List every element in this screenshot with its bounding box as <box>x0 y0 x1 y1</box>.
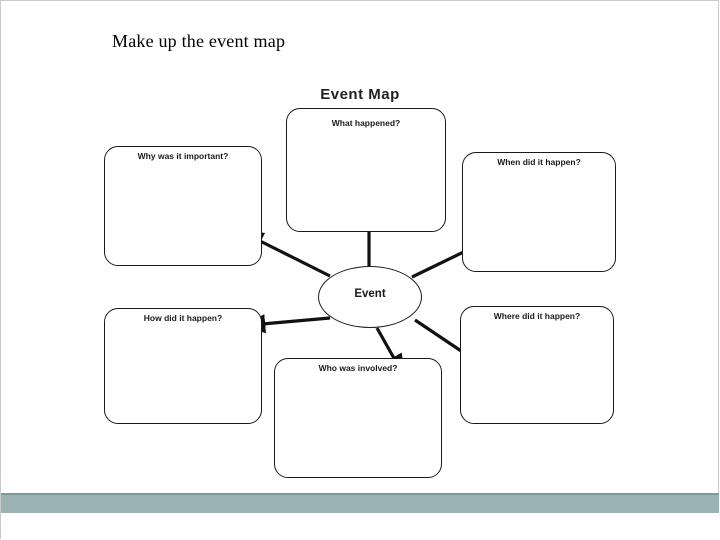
node-who-involved-label: Who was involved? <box>318 363 398 373</box>
center-node-label: Event <box>354 288 386 300</box>
node-how-happen-label: How did it happen? <box>143 313 223 323</box>
node-why-important[interactable] <box>104 146 262 266</box>
node-how-happen[interactable] <box>104 308 262 424</box>
event-map-diagram: Event Map What happened? Wh <box>90 80 630 490</box>
node-what-happened[interactable] <box>286 108 446 232</box>
node-when-happen[interactable] <box>462 152 616 272</box>
footer-accent-line <box>1 493 719 495</box>
footer-white-area <box>1 513 719 539</box>
center-node-event[interactable] <box>318 266 422 328</box>
node-who-involved[interactable] <box>274 358 442 478</box>
node-what-happened-label: What happened? <box>331 118 401 128</box>
page-title: Make up the event map <box>112 31 286 51</box>
diagram-title: Event Map <box>320 86 400 103</box>
footer-accent-bar <box>1 495 719 513</box>
node-why-important-label: Why was it important? <box>137 151 229 161</box>
node-where-happen-label: Where did it happen? <box>493 311 581 321</box>
node-when-happen-label: When did it happen? <box>497 157 581 167</box>
node-where-happen[interactable] <box>460 306 614 424</box>
